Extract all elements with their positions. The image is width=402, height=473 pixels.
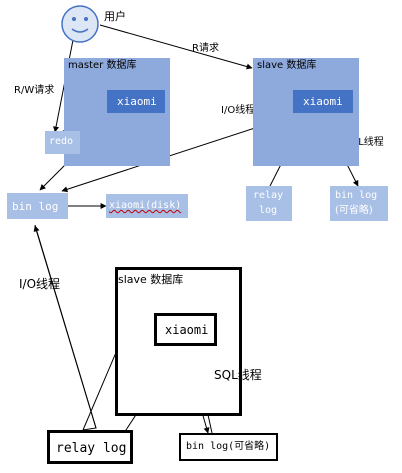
master-binlog-node: bin log [7, 193, 68, 219]
slave-top-xiaomi-label: xiaomi [303, 95, 343, 108]
slave-bottom-title: slave 数据库 [118, 273, 184, 286]
master-xiaomi-node: xiaomi [107, 90, 165, 113]
io-thread-top-label: I/O线程 [221, 105, 256, 116]
master-binlog-label: bin log [12, 200, 59, 213]
redo-node: redo [45, 131, 80, 154]
xiaomi-disk-label: xiaomi(disk) [109, 200, 182, 211]
slave-bottom-xiaomi-node: xiaomi [154, 313, 217, 346]
sql-thread-top-label: SQL线程 [344, 137, 384, 148]
slave-top-relay-line2: log [259, 205, 278, 216]
slave-bottom-binlog-node: bin log(可省略) [179, 433, 278, 461]
user-smiley-icon [60, 4, 100, 44]
user-label: 用户 [104, 10, 126, 23]
slave-bottom-relay-label: relay log [56, 441, 127, 456]
slave-bottom-relay-log-node: relay log [47, 430, 133, 464]
master-xiaomi-label: xiaomi [117, 95, 157, 108]
xiaomi-disk-node: xiaomi(disk) [106, 194, 188, 218]
slave-bottom-binlog-label: bin log(可省略) [186, 441, 271, 452]
slave-top-xiaomi-node: xiaomi [293, 90, 353, 113]
slave-bottom-xiaomi-label: xiaomi [165, 323, 209, 337]
redo-label: redo [49, 136, 74, 147]
r-request-label: R请求 [192, 43, 219, 54]
slave-top-title: slave 数据库 [257, 60, 317, 71]
slave-top-binlog-node: bin log (可省略) [330, 186, 388, 221]
io-thread-bottom-label: I/O线程 [19, 277, 61, 291]
master-title: master 数据库 [68, 60, 137, 71]
slave-top-relay-line1: relay [253, 190, 284, 201]
rw-request-label: R/W请求 [14, 85, 55, 96]
io-thread-bottom-arrow [33, 225, 97, 429]
sql-thread-bottom-label: SQL线程 [214, 368, 262, 382]
slave-top-relay-log-node: relay log [246, 186, 292, 221]
slave-top-binlog-line1: bin log [335, 190, 378, 201]
slave-top-binlog-line2: (可省略) [335, 205, 373, 216]
